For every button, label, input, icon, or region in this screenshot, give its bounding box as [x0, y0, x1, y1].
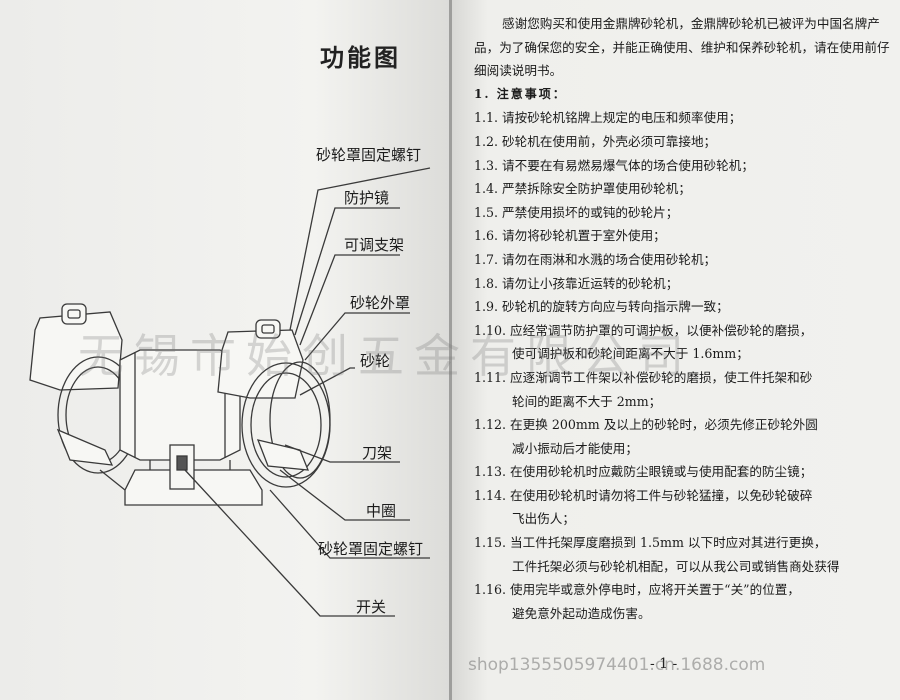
notice-item-1-11-cont: 轮间的距离不大于 2mm； — [512, 393, 662, 409]
notice-item-1-8: 1.8. 请勿让小孩靠近运转的砂轮机； — [474, 275, 679, 291]
notice-item-1-1: 1.1. 请按砂轮机铭牌上规定的电压和频率使用； — [474, 110, 742, 126]
intro-paragraph: 感谢您购买和使用金鼎牌砂轮机，金鼎牌砂轮机已被评为中国名牌产品，为了确保您的安全… — [474, 16, 890, 79]
notice-item-1-11: 1.11. 应逐渐调节工件架以补偿砂轮的磨损，使工件托架和砂 — [474, 369, 813, 385]
notice-item-1-4: 1.4. 严禁拆除安全防护罩使用砂轮机； — [474, 181, 691, 197]
notice-item-1-14-cont: 飞出伤人； — [512, 511, 575, 527]
notice-item-1-13: 1.13. 在使用砂轮机时应戴防尘眼镜或与使用配套的防尘镜； — [474, 464, 813, 480]
notice-item-1-16-cont: 避免意外起动造成伤害。 — [512, 605, 651, 621]
grinder-diagram — [29, 167, 431, 617]
label-tool-rest: 刀架 — [362, 444, 393, 462]
notice-item-1-2: 1.2. 砂轮机在使用前，外壳必须可靠接地； — [474, 133, 717, 149]
watermark-text: 无锡市始创五金有限公司 — [78, 329, 694, 383]
label-goggles: 防护镜 — [344, 189, 390, 207]
notice-item-1-16: 1.16. 使用完毕或意外停电时，应将开关置于“关”的位置， — [474, 582, 800, 598]
notice-item-1-14: 1.14. 在使用砂轮机时请勿将工件与砂轮猛撞，以免砂轮破碎 — [474, 487, 813, 503]
book-spine — [449, 0, 453, 700]
right-page — [452, 0, 900, 700]
label-wheel-guard: 砂轮外罩 — [350, 294, 411, 312]
instructions-text: 感谢您购买和使用金鼎牌砂轮机，金鼎牌砂轮机已被评为中国名牌产品，为了确保您的安全… — [474, 12, 894, 625]
page-number: - 1 - — [650, 656, 678, 672]
notice-item-1-10: 1.10. 应经常调节防护罩的可调护板，以便补偿砂轮的磨损， — [474, 322, 813, 338]
label-cover-screw-bottom: 砂轮罩固定螺钉 — [318, 540, 424, 558]
notice-item-1-12-cont: 减小振动后才能使用； — [512, 440, 638, 456]
notice-heading: 1. 注意事项： — [474, 86, 567, 101]
notice-item-1-9: 1.9. 砂轮机的旋转方向应与转向指示牌一致； — [474, 299, 729, 315]
notice-item-1-15-cont: 工件托架必须与砂轮机相配，可以从我公司或销售商处获得 — [512, 558, 840, 574]
page-title: 功能图 — [320, 43, 401, 72]
label-adjustable-bracket: 可调支架 — [344, 236, 405, 254]
notice-item-1-15: 1.15. 当工件托架厚度磨损到 1.5mm 以下时应对其进行更换， — [474, 535, 827, 551]
notice-item-1-7: 1.7. 请勿在雨淋和水溅的场合使用砂轮机； — [474, 251, 717, 267]
footer-url-watermark: shop1355505974401.cn.1688.com — [468, 655, 766, 675]
notice-item-1-3: 1.3. 请不要在有易燃易爆气体的场合使用砂轮机； — [474, 157, 754, 173]
label-cover-screw-top: 砂轮罩固定螺钉 — [316, 146, 422, 164]
notice-item-1-6: 1.6. 请勿将砂轮机置于室外使用； — [474, 228, 666, 244]
notice-item-1-5: 1.5. 严禁使用损坏的或钝的砂轮片； — [474, 204, 679, 220]
label-wheel: 砂轮 — [360, 352, 391, 370]
label-switch: 开关 — [356, 598, 387, 616]
notice-item-1-10-cont: 使可调护板和砂轮间距离不大于 1.6mm； — [512, 346, 749, 362]
notice-item-1-12: 1.12. 在更换 200mm 及以上的砂轮时，必须先修正砂轮外圆 — [474, 417, 818, 433]
label-middle-ring: 中圈 — [366, 502, 397, 520]
